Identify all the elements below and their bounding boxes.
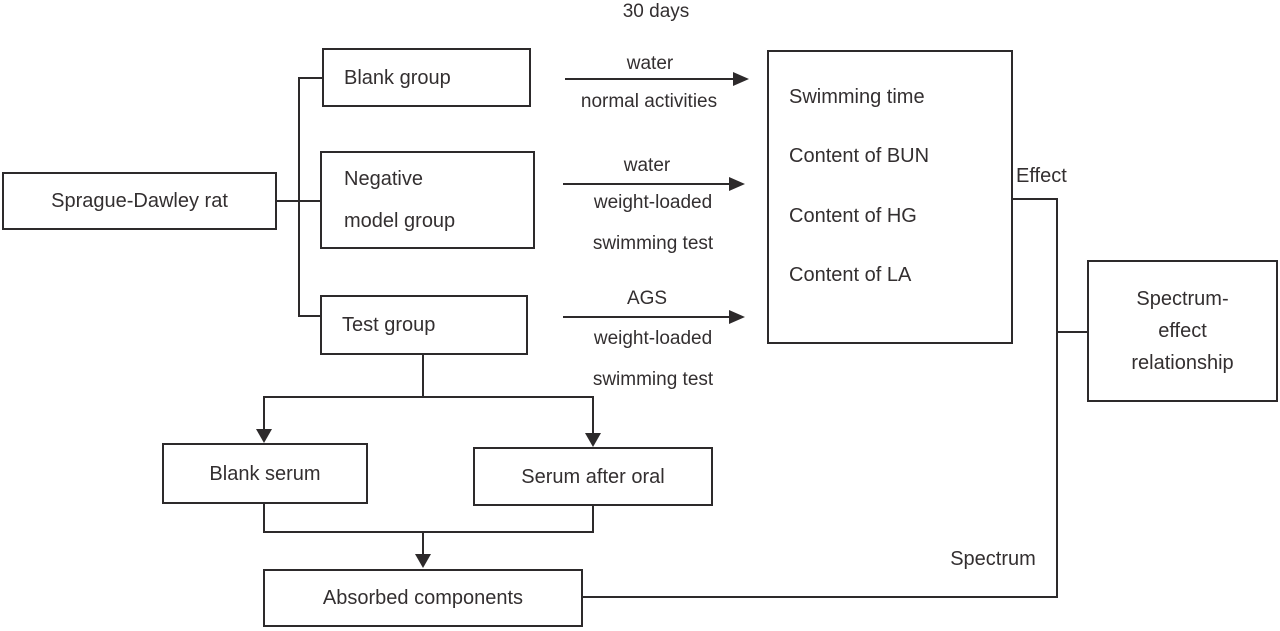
test-arrow-top-label: AGS xyxy=(626,288,668,309)
blank-serum-down-line xyxy=(263,504,265,533)
test-group-label: Test group xyxy=(342,314,436,336)
sprague-dawley-rat-label: Sprague-Dawley rat xyxy=(51,190,228,212)
test-arrow-mid-label: weight-loaded xyxy=(593,328,713,349)
effect-connector-line xyxy=(1013,198,1058,200)
absorbed-arrow-line xyxy=(422,531,424,555)
negative-model-group-box: Negative model group xyxy=(320,151,535,249)
test-group-connector-line xyxy=(300,315,320,317)
outcome-content-of-la: Content of LA xyxy=(789,263,912,286)
outcomes-box: Swimming time Content of BUN Content of … xyxy=(767,50,1013,344)
blank-arrow-top-label: water xyxy=(626,53,674,74)
spectrum-effect-line2: effect xyxy=(1158,320,1207,342)
test-group-down-line xyxy=(422,355,424,397)
negative-model-group-line2: model group xyxy=(344,210,456,232)
outcome-content-of-bun: Content of BUN xyxy=(789,145,930,168)
serum-split-horizontal-line xyxy=(263,396,594,398)
blank-serum-label: Blank serum xyxy=(209,462,321,485)
outcome-swimming-time: Swimming time xyxy=(789,86,925,108)
negative-arrow-mid-label: weight-loaded xyxy=(593,192,713,213)
blank-serum-box: Blank serum xyxy=(162,443,368,504)
blank-group-box: Blank group xyxy=(322,48,531,107)
test-group-box: Test group xyxy=(320,295,528,355)
blank-group-label: Blank group xyxy=(344,66,451,89)
blank-arrow-bottom-label: normal activities xyxy=(580,91,718,112)
rat-connector-line xyxy=(277,200,322,202)
spectrum-label: Spectrum xyxy=(950,548,1036,570)
blank-serum-arrow-line xyxy=(263,396,265,430)
absorbed-components-label: Absorbed components xyxy=(322,587,524,609)
sprague-dawley-rat-box: Sprague-Dawley rat xyxy=(2,172,277,230)
spectrum-connector-line xyxy=(583,596,1058,598)
negative-arrow-bottom-label: swimming test xyxy=(592,233,714,254)
outcome-content-of-hg: Content of HG xyxy=(789,204,917,227)
negative-arrow-top-label: water xyxy=(623,155,671,176)
blank-group-arrowhead-icon xyxy=(733,72,749,86)
spectrum-effect-vertical-line xyxy=(1056,198,1058,598)
serum-after-oral-down-line xyxy=(592,506,594,533)
blank-serum-arrowhead-icon xyxy=(256,429,272,443)
serum-merge-horizontal-line xyxy=(263,531,594,533)
negative-model-group-label: Negative model group xyxy=(344,158,455,242)
effect-label: Effect xyxy=(1016,165,1067,187)
spectrum-effect-line3: relationship xyxy=(1131,352,1234,374)
test-group-arrow-line xyxy=(563,316,731,318)
duration-label: 30 days xyxy=(622,1,690,22)
negative-model-group-line1: Negative xyxy=(344,168,423,190)
serum-after-oral-box: Serum after oral xyxy=(473,447,713,506)
test-arrow-bottom-label: swimming test xyxy=(592,369,714,390)
absorbed-components-box: Absorbed components xyxy=(263,569,583,627)
serum-after-oral-arrowhead-icon xyxy=(585,433,601,447)
negative-group-arrow-line xyxy=(563,183,731,185)
serum-after-oral-label: Serum after oral xyxy=(521,465,665,488)
serum-after-oral-arrow-line xyxy=(592,396,594,434)
group-bracket-vertical-line xyxy=(298,77,300,317)
blank-group-connector-line xyxy=(300,77,322,79)
test-group-arrowhead-icon xyxy=(729,310,745,324)
spectrum-effect-line1: Spectrum- xyxy=(1136,288,1229,310)
spectrum-effect-box-connector-line xyxy=(1056,331,1087,333)
spectrum-effect-relationship-box: Spectrum- effect relationship xyxy=(1087,260,1278,402)
negative-group-arrowhead-icon xyxy=(729,177,745,191)
blank-group-arrow-line xyxy=(565,78,735,80)
absorbed-arrowhead-icon xyxy=(415,554,431,568)
